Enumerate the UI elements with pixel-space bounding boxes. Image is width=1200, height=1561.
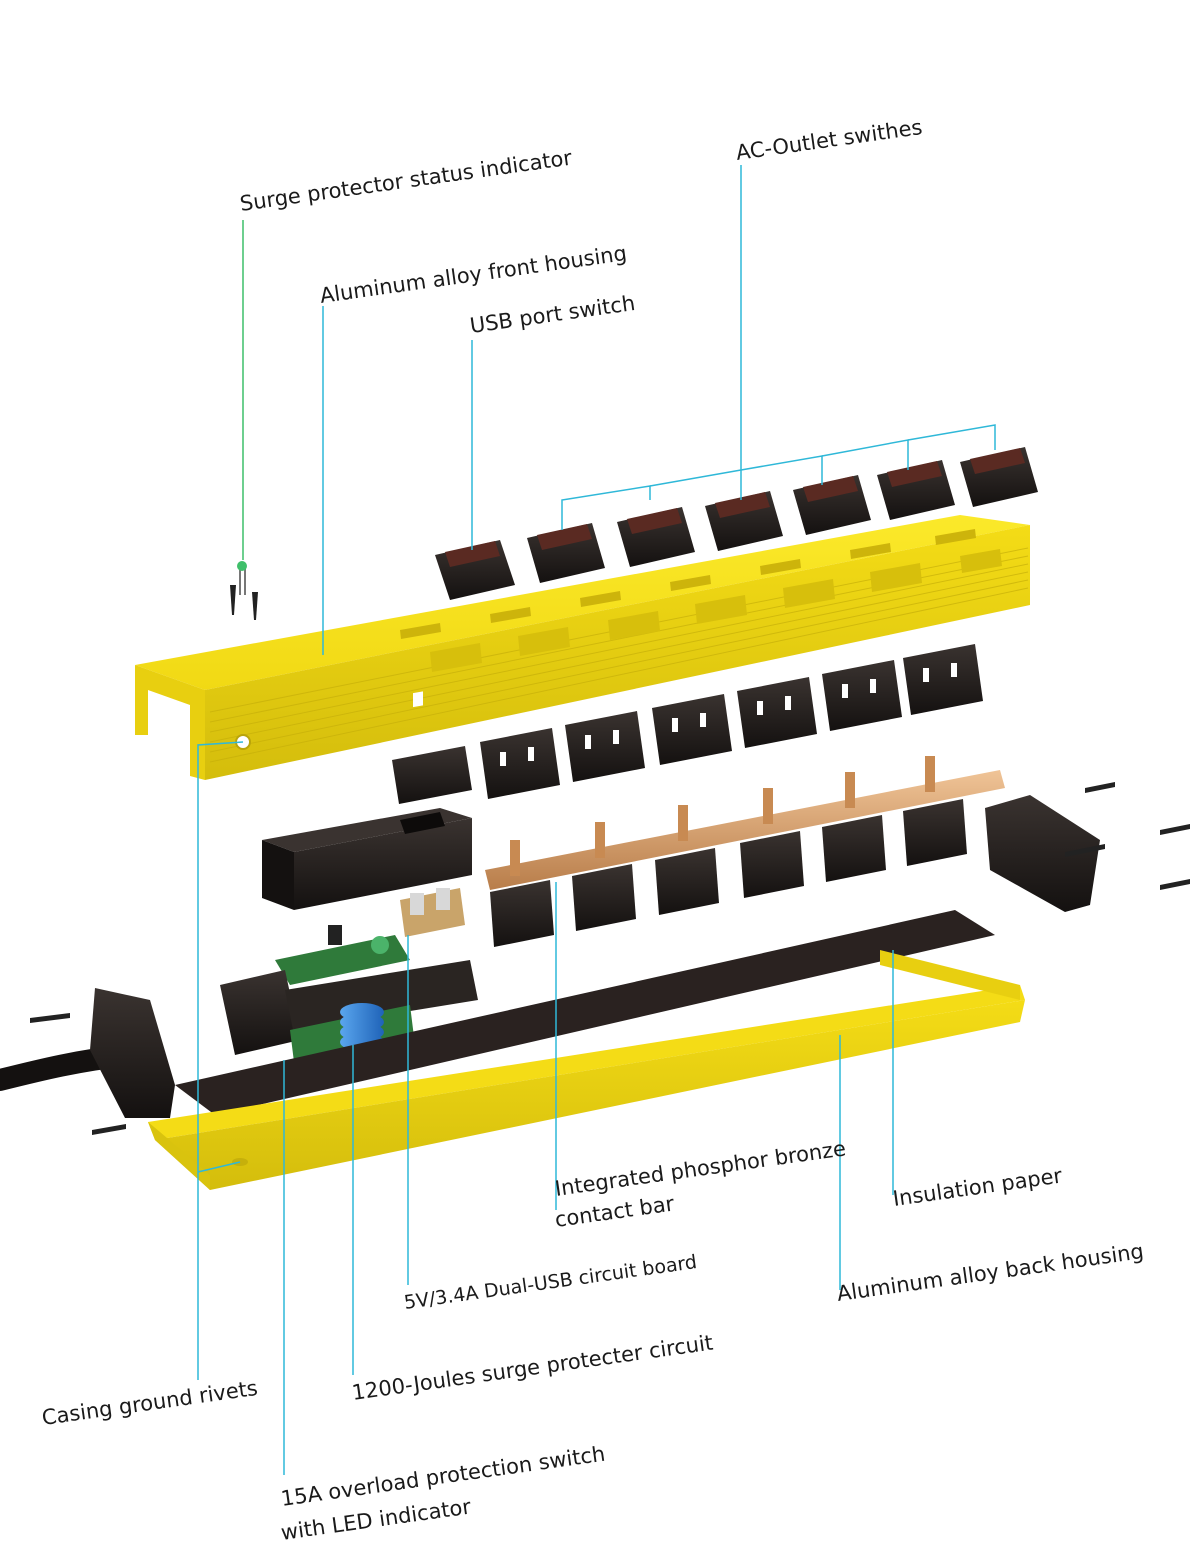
leader-ground-rivets bbox=[197, 741, 244, 1380]
contact-bar bbox=[485, 756, 1005, 947]
screw-icon bbox=[92, 1124, 126, 1135]
label-ac-switches: AC-Outlet swithes bbox=[734, 115, 923, 165]
insulation-paper bbox=[175, 910, 995, 1115]
outlet-receptacle-1 bbox=[480, 728, 560, 799]
outlet-receptacle-3 bbox=[652, 694, 732, 765]
screw-icon bbox=[230, 585, 236, 615]
front-housing-switch-slots bbox=[400, 529, 976, 639]
labels: Surge protector status indicator AC-Outl… bbox=[40, 115, 1145, 1545]
mov-varistor bbox=[340, 1003, 384, 1051]
label-surge-circuit: 1200-Joules surge protecter circuit bbox=[350, 1330, 714, 1404]
label-insulation: Insulation paper bbox=[891, 1163, 1063, 1211]
ac-rocker-switch-3 bbox=[705, 491, 783, 551]
front-housing-openings bbox=[430, 549, 1002, 672]
leader-ground-rivet-back bbox=[197, 1161, 241, 1173]
status-led bbox=[237, 561, 247, 571]
ac-rocker-switch-4 bbox=[793, 475, 871, 535]
label-contact-bar-line1: Integrated phosphor bronze bbox=[553, 1136, 847, 1201]
outlet-receptacle-2 bbox=[565, 711, 645, 782]
screw-icon bbox=[1085, 782, 1115, 793]
right-end-cap bbox=[985, 782, 1190, 912]
usb-rocker-switch bbox=[435, 540, 515, 600]
ac-rocker-switch-5 bbox=[877, 460, 955, 520]
outlet-receptacle-5 bbox=[822, 660, 902, 731]
ac-rocker-switch-1 bbox=[527, 523, 605, 583]
status-led-assembly bbox=[230, 561, 258, 620]
usb-module-cover bbox=[392, 691, 472, 804]
ac-rocker-switch-2 bbox=[617, 507, 695, 567]
label-surge-indicator: Surge protector status indicator bbox=[238, 146, 573, 216]
outlet-receptacle-6 bbox=[903, 644, 983, 715]
front-housing bbox=[135, 515, 1030, 780]
leader-lines bbox=[197, 165, 996, 1475]
left-end-cap bbox=[90, 988, 175, 1118]
outlet-receptacle-4 bbox=[737, 677, 817, 748]
screw-icon bbox=[30, 1013, 70, 1023]
power-cord-assembly bbox=[0, 988, 175, 1135]
screw-icon bbox=[1160, 824, 1190, 835]
screw-icon bbox=[252, 592, 258, 620]
label-usb-switch: USB port switch bbox=[468, 291, 636, 338]
ac-rocker-switch-6 bbox=[960, 447, 1038, 507]
back-housing bbox=[148, 950, 1025, 1190]
contact-bar-tabs bbox=[510, 756, 935, 876]
screw-icon bbox=[1065, 844, 1105, 857]
screw-icon bbox=[1160, 879, 1190, 890]
label-usb-board: 5V/3.4A Dual-USB circuit board bbox=[403, 1251, 699, 1314]
usb-housing-box bbox=[262, 808, 472, 910]
front-housing-end bbox=[135, 665, 205, 780]
rocker-switches bbox=[435, 447, 1038, 600]
usb-circuit-board bbox=[400, 888, 465, 937]
label-back-housing: Aluminum alloy back housing bbox=[835, 1239, 1145, 1306]
contact-bar-sockets bbox=[490, 799, 967, 947]
outlet-modules bbox=[392, 644, 983, 804]
label-ground-rivets: Casing ground rivets bbox=[40, 1376, 259, 1430]
leader-ac-switches bbox=[561, 165, 996, 530]
